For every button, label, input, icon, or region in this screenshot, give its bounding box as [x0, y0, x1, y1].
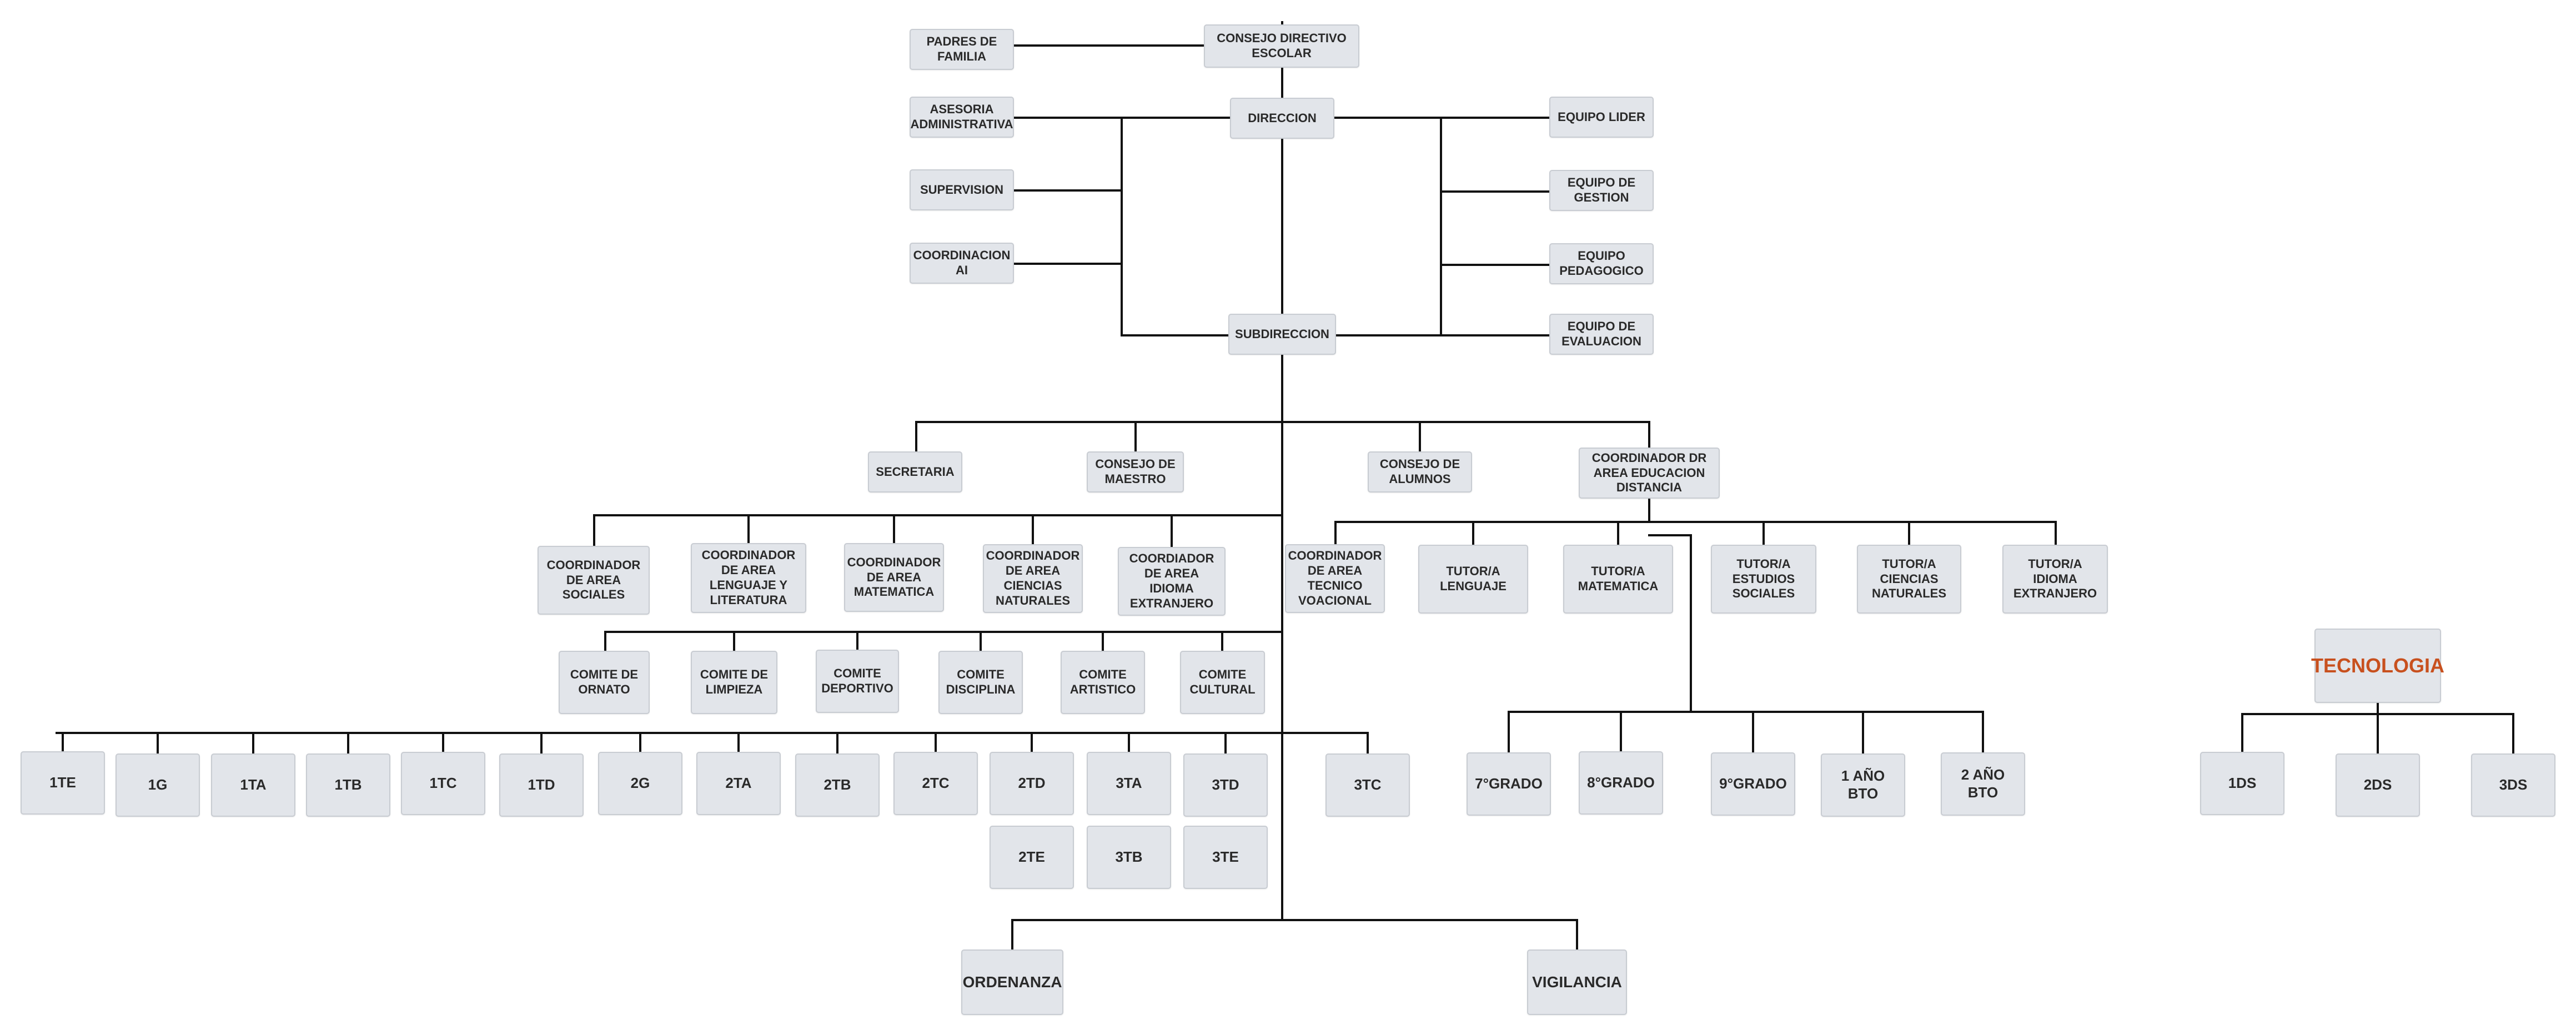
node-section[interactable]: 2TC: [893, 752, 978, 815]
node-direccion[interactable]: DIRECCION: [1230, 98, 1334, 139]
node-padres-familia[interactable]: PADRES DE FAMILIA: [910, 29, 1014, 70]
node-section[interactable]: 1TD: [499, 753, 584, 817]
node-comite-disciplina[interactable]: COMITE DISCIPLINA: [938, 651, 1023, 714]
node-section[interactable]: 2G: [598, 752, 682, 815]
node-coord-tecnico[interactable]: COORDINADOR DE AREA TECNICO VOACIONAL: [1285, 544, 1385, 613]
node-section[interactable]: 1TA: [211, 753, 295, 817]
node-section[interactable]: 1TC: [401, 752, 485, 815]
node-coord-matematica[interactable]: COORDINADOR DE AREA MATEMATICA: [844, 543, 944, 612]
node-asesoria-administrativa[interactable]: ASESORIA ADMINISTRATIVA: [910, 97, 1014, 138]
node-coordinacion-ai[interactable]: COORDINACION AI: [910, 243, 1014, 284]
node-consejo-alumnos[interactable]: CONSEJO DE ALUMNOS: [1368, 451, 1472, 493]
node-grado[interactable]: 7°GRADO: [1467, 752, 1551, 816]
node-section[interactable]: 3TE: [1183, 826, 1268, 889]
node-secretaria[interactable]: SECRETARIA: [868, 451, 962, 493]
node-comite-limpieza[interactable]: COMITE DE LIMPIEZA: [691, 651, 777, 714]
node-ds[interactable]: 2DS: [2336, 753, 2420, 817]
node-grado[interactable]: 9°GRADO: [1711, 752, 1795, 816]
node-tecnologia[interactable]: TECNOLOGIA: [2311, 629, 2444, 703]
node-coord-ciencias[interactable]: COORDINADOR DE AREA CIENCIAS NATURALES: [983, 544, 1083, 613]
node-section[interactable]: 1TE: [21, 751, 105, 815]
node-coordinador-distancia[interactable]: COORDINADOR DR AREA EDUCACION DISTANCIA: [1579, 448, 1720, 499]
node-grado[interactable]: 2 AÑO BTO: [1941, 752, 2025, 816]
node-tutor-idioma[interactable]: TUTOR/A IDIOMA EXTRANJERO: [2002, 545, 2108, 614]
node-consejo-directivo[interactable]: CONSEJO DIRECTIVO ESCOLAR: [1204, 24, 1359, 68]
node-ordenanza[interactable]: ORDENANZA: [961, 949, 1063, 1015]
node-supervision[interactable]: SUPERVISION: [910, 169, 1014, 210]
node-ds[interactable]: 1DS: [2200, 752, 2284, 815]
node-section[interactable]: 1G: [116, 753, 200, 817]
node-vigilancia[interactable]: VIGILANCIA: [1527, 949, 1627, 1015]
node-equipo-pedagogico[interactable]: EQUIPO PEDAGOGICO: [1549, 243, 1654, 284]
node-tutor-lenguaje[interactable]: TUTOR/A LENGUAJE: [1418, 545, 1528, 614]
node-tutor-matematica[interactable]: TUTOR/A MATEMATICA: [1563, 545, 1673, 614]
node-equipo-gestion[interactable]: EQUIPO DE GESTION: [1549, 170, 1654, 211]
node-section[interactable]: 2TE: [990, 826, 1074, 889]
node-tutor-ciencias[interactable]: TUTOR/A CIENCIAS NATURALES: [1857, 545, 1961, 614]
node-section[interactable]: 3TA: [1087, 752, 1171, 815]
node-coord-lenguaje[interactable]: COORDINADOR DE AREA LENGUAJE Y LITERATUR…: [691, 543, 806, 613]
node-section[interactable]: 1TB: [306, 753, 390, 817]
node-comite-ornato[interactable]: COMITE DE ORNATO: [559, 651, 650, 714]
node-grado[interactable]: 1 AÑO BTO: [1821, 753, 1905, 817]
node-consejo-maestro[interactable]: CONSEJO DE MAESTRO: [1087, 451, 1184, 493]
node-ds[interactable]: 3DS: [2471, 753, 2555, 817]
node-grado[interactable]: 8°GRADO: [1579, 751, 1663, 815]
node-section[interactable]: 2TD: [990, 752, 1074, 815]
node-subdireccion[interactable]: SUBDIRECCION: [1228, 314, 1336, 355]
node-tutor-estudios[interactable]: TUTOR/A ESTUDIOS SOCIALES: [1711, 545, 1816, 614]
node-section[interactable]: 2TB: [795, 753, 880, 817]
node-section[interactable]: 3TB: [1087, 826, 1171, 889]
node-comite-cultural[interactable]: COMITE CULTURAL: [1180, 651, 1265, 714]
node-section[interactable]: 2TA: [696, 752, 781, 815]
node-coord-sociales[interactable]: COORDINADOR DE AREA SOCIALES: [538, 546, 650, 615]
node-section[interactable]: 3TC: [1325, 753, 1410, 817]
node-coord-idioma[interactable]: COORDIADOR DE AREA IDIOMA EXTRANJERO: [1118, 547, 1226, 616]
node-section[interactable]: 3TD: [1183, 753, 1268, 817]
node-comite-artistico[interactable]: COMITE ARTISTICO: [1061, 651, 1145, 714]
node-equipo-lider[interactable]: EQUIPO LIDER: [1549, 97, 1654, 138]
node-comite-deportivo[interactable]: COMITE DEPORTIVO: [816, 650, 899, 713]
node-equipo-evaluacion[interactable]: EQUIPO DE EVALUACION: [1549, 314, 1654, 355]
